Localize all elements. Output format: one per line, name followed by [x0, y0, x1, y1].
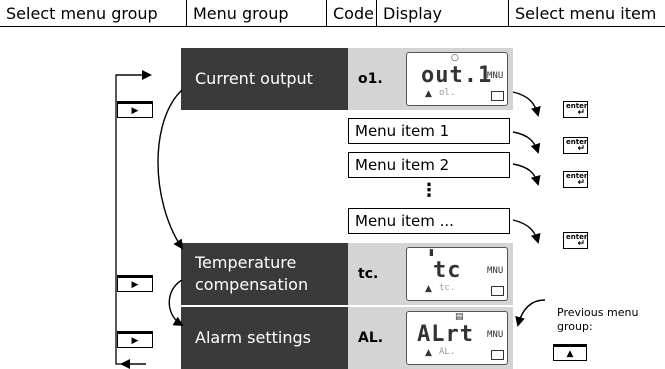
group-transition-arrow — [168, 279, 184, 327]
header-code: Code — [327, 0, 377, 27]
item-arrow — [512, 163, 541, 186]
lcd-mnu-text: MNU — [487, 266, 504, 276]
sensor-icon — [491, 350, 504, 360]
sensor-icon — [491, 91, 504, 101]
item-arrow — [512, 131, 541, 154]
warning-icon: ▲ — [425, 348, 432, 358]
group-alarm-settings: Alarm settings — [181, 307, 348, 369]
next-group-key[interactable]: ▶ — [117, 275, 153, 292]
warning-icon: ▲ — [425, 89, 432, 99]
lcd-sub-text: ol. — [439, 88, 456, 98]
previous-group-label: Previous menu group: — [557, 306, 639, 333]
sensor-icon — [491, 286, 504, 296]
next-group-key[interactable]: ▶ — [117, 101, 153, 118]
header-display: Display — [377, 0, 509, 27]
enter-key[interactable]: enter↵ — [563, 137, 588, 154]
lcd-main-text: ALrt — [417, 322, 474, 347]
lcd-display: ○ out.1 MNU ▲ ol. — [406, 52, 508, 106]
alarm-icon: ▤ — [455, 312, 464, 322]
next-group-key[interactable]: ▶ — [117, 331, 153, 348]
group-current-output: Current output — [181, 48, 348, 110]
previous-group-arrow — [515, 299, 546, 327]
warning-icon: ▲ — [425, 284, 432, 294]
code-current-output: o1. — [348, 48, 400, 110]
lcd-display: ▮ tc MNU ▲ tc. — [406, 247, 508, 301]
lcd-sub-text: AL. — [439, 347, 456, 357]
lcd-sub-text: tc. — [439, 283, 456, 293]
item-arrow — [512, 91, 541, 117]
code-alarm-settings: AL. — [348, 307, 400, 369]
enter-key[interactable]: enter↵ — [563, 232, 588, 249]
lcd-mnu-text: MNU — [487, 71, 504, 81]
menu-item-2: Menu item 2 — [348, 152, 510, 178]
group-transition-arrow — [157, 89, 184, 250]
loop-bracket — [115, 74, 146, 365]
lcd-main-text: tc — [433, 258, 462, 283]
menu-item-ellipsis: ⋮ — [420, 180, 438, 201]
lcd-mnu-text: MNU — [487, 330, 504, 340]
thermometer-icon: ▮ — [429, 248, 434, 258]
display-cell-alarm-settings: ▤ ALrt MNU ▲ AL. — [400, 307, 513, 369]
lcd-main-text: out.1 — [421, 63, 493, 88]
menu-item-more: Menu item ... — [348, 208, 510, 234]
enter-key[interactable]: enter↵ — [563, 171, 588, 188]
header-menu-group: Menu group — [187, 0, 327, 27]
lcd-display: ▤ ALrt MNU ▲ AL. — [406, 311, 508, 365]
display-cell-current-output: ○ out.1 MNU ▲ ol. — [400, 48, 513, 110]
group-temperature-compensation: Temperature compensation — [181, 243, 348, 305]
display-cell-temperature-compensation: ▮ tc MNU ▲ tc. — [400, 243, 513, 305]
up-key[interactable]: ▲ — [553, 344, 587, 361]
menu-item-1: Menu item 1 — [348, 118, 510, 144]
header-select-menu-group: Select menu group — [0, 0, 187, 27]
clock-icon: ○ — [451, 53, 459, 63]
enter-key[interactable]: enter↵ — [563, 101, 588, 118]
code-temperature-compensation: tc. — [348, 243, 400, 305]
item-arrow — [512, 219, 541, 244]
header-select-menu-item: Select menu item — [509, 0, 665, 27]
